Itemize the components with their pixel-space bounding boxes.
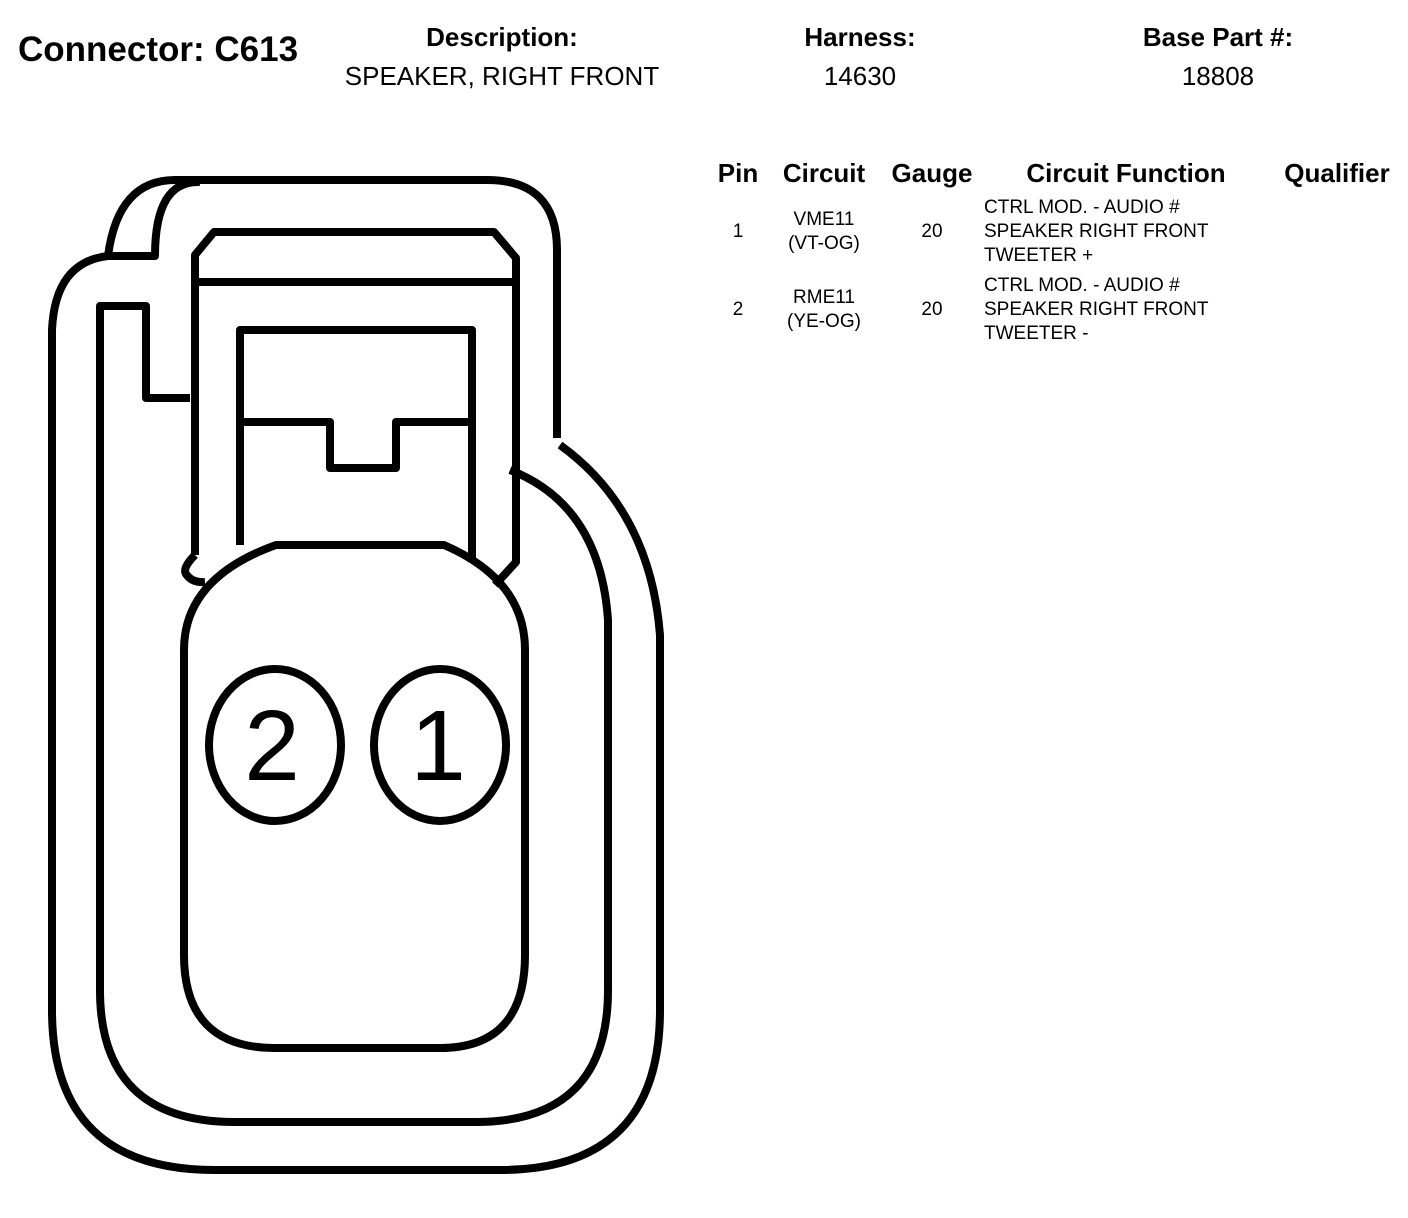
connector-face-diagram: 2 1 bbox=[48, 176, 664, 1174]
header-pin: Pin bbox=[717, 158, 759, 188]
row-circuit-color: (YE-OG) bbox=[787, 311, 861, 332]
pin-cavity-1-label: 1 bbox=[410, 690, 466, 802]
connector-inner-shell bbox=[96, 302, 612, 1126]
connector-id: C613 bbox=[214, 30, 299, 69]
connector-outer-shell bbox=[48, 176, 664, 1174]
pin-cavity-2-label: 2 bbox=[244, 690, 300, 802]
base-part-value: 18808 bbox=[1181, 61, 1255, 91]
row-circuit: VME11 bbox=[793, 209, 855, 230]
connector-latch-housing bbox=[191, 228, 520, 588]
row-pin: 1 bbox=[732, 221, 744, 242]
row-circuit: RME11 bbox=[793, 287, 855, 308]
header-circuit-function: Circuit Function bbox=[1026, 158, 1226, 188]
row-function-line3: TWEETER + bbox=[984, 245, 1094, 266]
connector-cavity-body bbox=[180, 541, 529, 1052]
description-value: SPEAKER, RIGHT FRONT bbox=[344, 61, 660, 91]
connector-label: Connector: bbox=[18, 30, 205, 69]
harness-label: Harness: bbox=[804, 22, 916, 52]
connector-latch-notch bbox=[240, 418, 472, 472]
connector-title: Connector: C613 bbox=[18, 30, 298, 70]
row-function-line2: SPEAKER RIGHT FRONT bbox=[984, 221, 1209, 242]
base-part-label: Base Part #: bbox=[1142, 22, 1294, 52]
pin-cavity-1 bbox=[370, 665, 510, 825]
row-circuit-color: (VT-OG) bbox=[788, 233, 860, 254]
header-qualifier: Qualifier bbox=[1284, 158, 1390, 188]
description-label: Description: bbox=[426, 22, 578, 52]
header-circuit: Circuit bbox=[782, 158, 866, 188]
row-function-line2: SPEAKER RIGHT FRONT bbox=[984, 299, 1209, 320]
connector-outer-tab bbox=[108, 177, 201, 260]
row-function-line1: CTRL MOD. - AUDIO # bbox=[984, 275, 1180, 296]
row-gauge: 20 bbox=[921, 221, 943, 242]
row-function-line3: TWEETER - bbox=[984, 323, 1089, 344]
row-pin: 2 bbox=[732, 299, 744, 320]
harness-value: 14630 bbox=[823, 61, 897, 91]
pin-cavity-2 bbox=[205, 665, 345, 825]
connector-latch-hook bbox=[181, 552, 206, 587]
connector-latch-tab bbox=[236, 326, 476, 562]
header-gauge: Gauge bbox=[891, 158, 973, 188]
row-function-line1: CTRL MOD. - AUDIO # bbox=[984, 197, 1180, 218]
row-gauge: 20 bbox=[921, 299, 943, 320]
